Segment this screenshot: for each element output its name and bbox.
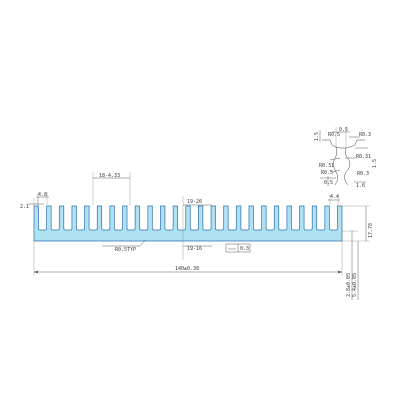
dimension-lines bbox=[28, 172, 370, 300]
dim-left-fin-width: 4.8 bbox=[38, 192, 47, 198]
detail-label-4: R0.31 bbox=[356, 154, 371, 160]
detail-label-11: 1.5 bbox=[372, 159, 378, 168]
dim-flatness: 0.3 bbox=[240, 246, 249, 252]
dim-mid-pitch-bottom: 19-16 bbox=[187, 246, 202, 252]
dim-mid-pitch-top: 19-26 bbox=[187, 199, 202, 205]
detail-label-5: R0.31 bbox=[319, 163, 334, 169]
detail-label-2: R0.5 bbox=[328, 132, 340, 138]
dimension-labels: 2.1 4.8 18-4.33 19-26 19-16 R0.5TYP 0.3 … bbox=[20, 173, 374, 297]
fin-detail-view: 0.5 R0.5 R0.3 R0.31 R0.31 R0.5 R0.3 0.5 … bbox=[314, 127, 378, 189]
dim-right-height: 17.78 bbox=[368, 223, 374, 238]
dim-base-height-a: 2.8±0.05 bbox=[346, 273, 352, 297]
dim-overall-width: 140±0.38 bbox=[175, 266, 199, 272]
detail-label-6: R0.5 bbox=[321, 170, 333, 176]
heatsink-profile bbox=[33, 205, 343, 242]
detail-label-7: R0.3 bbox=[357, 171, 369, 177]
dim-base-height-b: 5.4±0.05 bbox=[352, 273, 358, 297]
detail-label-8: 0.5 bbox=[324, 180, 333, 186]
dim-left-thickness: 2.1 bbox=[20, 204, 29, 210]
heatsink-profile-shape bbox=[33, 205, 343, 242]
dim-right-fin-width: 4.4 bbox=[330, 194, 339, 200]
detail-fin-outline bbox=[322, 139, 365, 186]
dim-root-radius: R0.5TYP bbox=[115, 247, 136, 253]
detail-label-10: 1.5 bbox=[314, 132, 320, 141]
detail-label-9: 1.6 bbox=[356, 183, 365, 189]
detail-label-3: R0.3 bbox=[359, 132, 371, 138]
detail-label-1: 0.5 bbox=[339, 127, 348, 133]
dim-fin-pitch: 18-4.33 bbox=[99, 173, 120, 179]
